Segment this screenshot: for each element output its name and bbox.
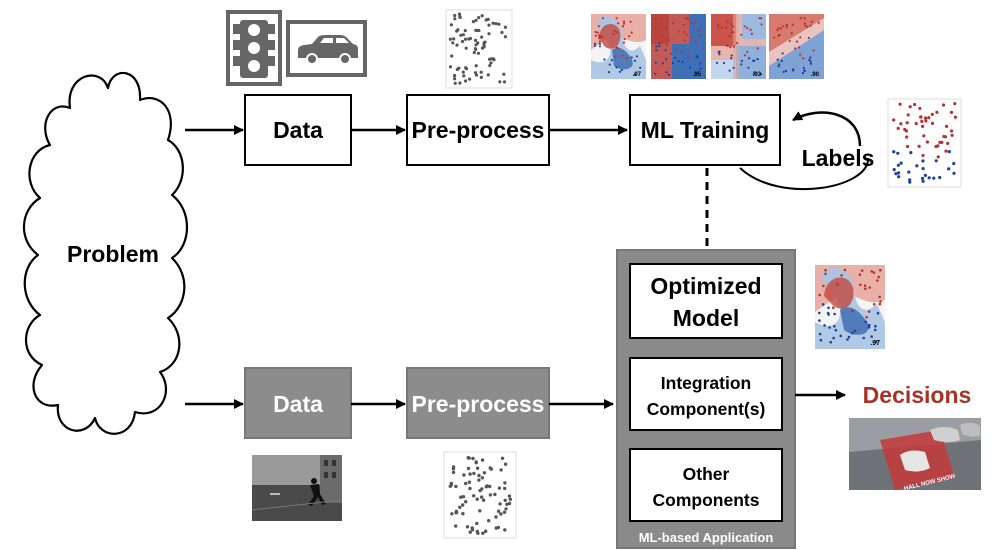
classifier-thumbnail-4 — [769, 14, 824, 79]
integration-line1: Integration — [661, 373, 751, 393]
preprocess-box-deployment: Pre-process — [406, 367, 550, 439]
optimized-model-thumbnail — [815, 265, 885, 349]
optimized-model-line1: Optimized — [650, 273, 761, 299]
data-box-training-label: Data — [273, 117, 323, 143]
classifier-2-score: .95 — [693, 72, 702, 78]
preprocess-box-training-label: Pre-process — [412, 117, 545, 143]
optimized-model-line2: Model — [673, 305, 739, 331]
classifier-thumbnail-2 — [651, 14, 706, 79]
other-components-line2: Components — [653, 490, 760, 510]
raw-scatter-thumbnail-bottom — [443, 451, 517, 539]
preprocess-box-training: Pre-process — [406, 94, 550, 166]
classifier-thumbnail-1 — [591, 14, 646, 79]
preprocess-box-deployment-label: Pre-process — [412, 391, 545, 417]
other-components-line1: Other — [683, 464, 730, 484]
labeled-scatter-thumbnail — [887, 98, 962, 188]
problem-label: Problem — [67, 241, 159, 267]
data-box-training: Data — [244, 94, 352, 166]
street-photo — [251, 455, 343, 521]
traffic-light-icon — [226, 10, 282, 86]
car-icon — [286, 20, 367, 77]
integration-line2: Component(s) — [647, 399, 766, 419]
ml-training-box: ML Training — [629, 94, 781, 166]
labels-label: Labels — [802, 145, 875, 171]
decisions-photo: HALL NOW SHOW — [849, 418, 981, 492]
problem-cloud: Problem — [22, 71, 189, 435]
other-components-box: Other Components — [629, 448, 783, 522]
labels-loop-lower — [739, 157, 870, 191]
integration-components-box: Integration Component(s) — [629, 357, 783, 431]
optimized-model-box: Optimized Model — [629, 263, 783, 339]
data-box-deployment-label: Data — [273, 391, 323, 417]
classifier-4-score: .90 — [811, 72, 820, 78]
ml-application-title: ML-based Application — [639, 530, 774, 545]
decisions-label: Decisions — [863, 382, 972, 408]
optimized-model-score: .97 — [870, 340, 880, 347]
ml-training-label: ML Training — [641, 117, 770, 143]
labels-loop-arrow — [792, 111, 862, 147]
data-box-deployment: Data — [244, 367, 352, 439]
classifier-3-score: .93 — [753, 72, 762, 78]
classifier-1-score: .97 — [633, 72, 642, 78]
classifier-thumbnail-3 — [711, 14, 766, 79]
raw-scatter-thumbnail-top — [445, 9, 513, 89]
